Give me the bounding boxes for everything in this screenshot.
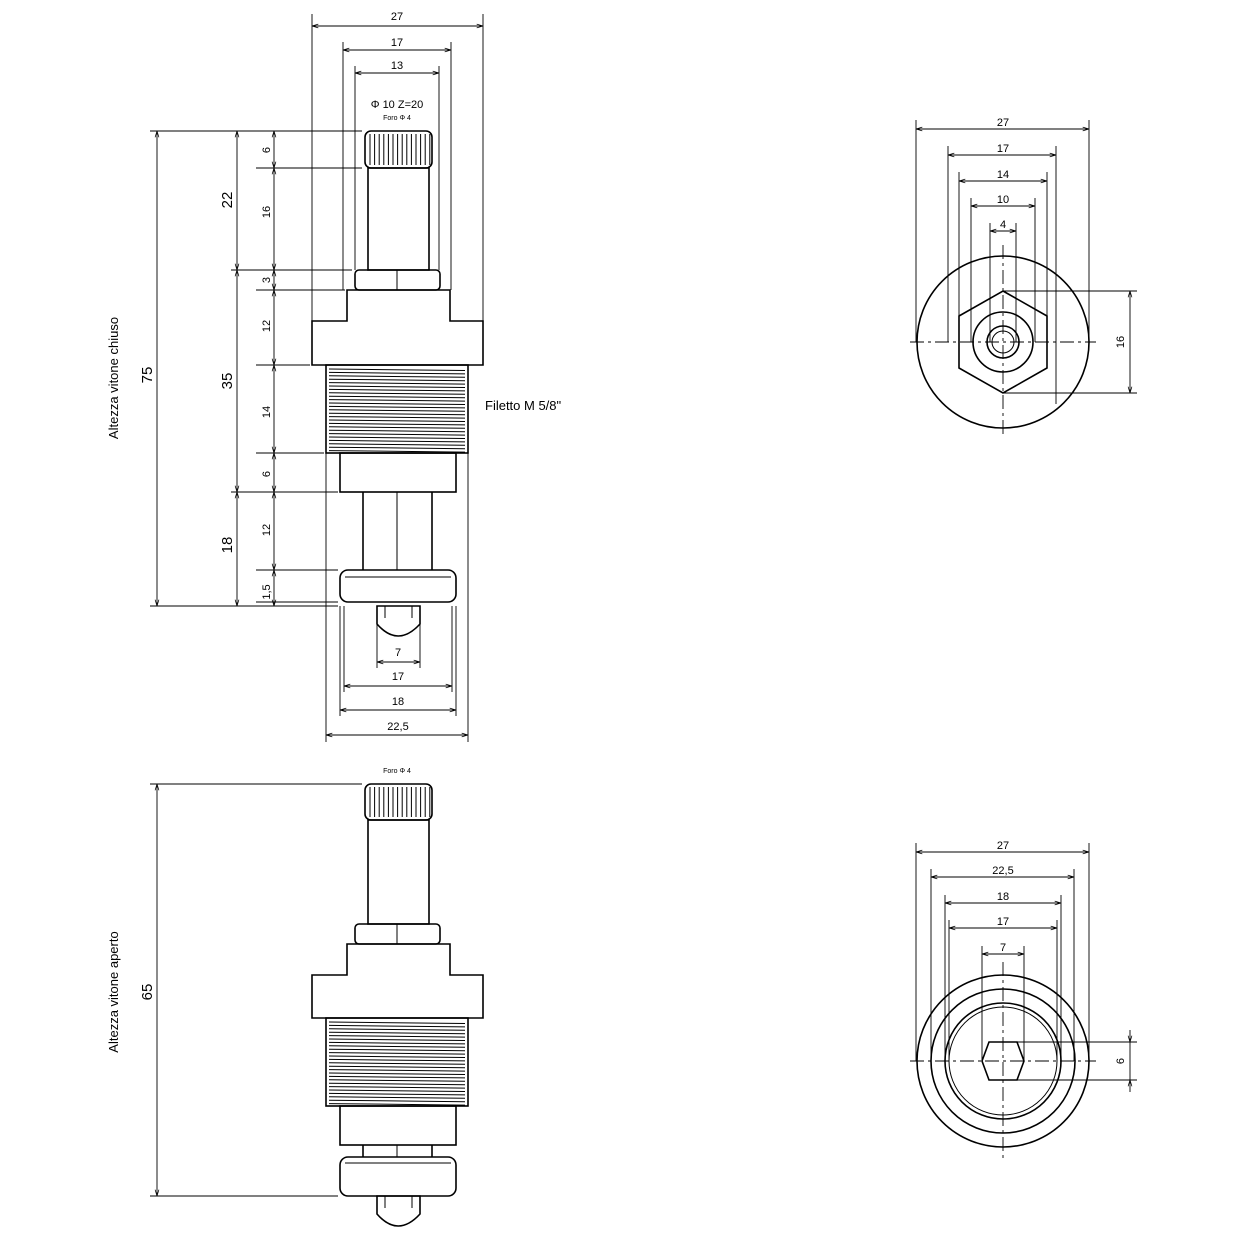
spline-label: Φ 10 Z=20 — [371, 99, 424, 111]
bottom-dim-18: 18 — [997, 891, 1009, 903]
closed-valve-labels: 27 17 13 Φ 10 Z=20 Foro Φ 4 75 22 35 18 … — [106, 11, 562, 733]
dim-14: 14 — [261, 406, 273, 418]
top-dim-16: 16 — [1115, 336, 1127, 348]
thread-label: Filetto M 5/8" — [485, 398, 562, 413]
dim-12a: 12 — [261, 320, 273, 332]
dim-18: 18 — [219, 537, 236, 554]
spline-knurl — [369, 134, 431, 165]
dim-3: 3 — [261, 277, 273, 283]
dim-1-5: 1,5 — [261, 584, 273, 599]
dim-16: 16 — [261, 206, 273, 218]
dim-6a: 6 — [261, 147, 273, 153]
top-view-dimensions: 27 17 14 10 4 16 — [915, 117, 1137, 404]
thread-lines — [328, 368, 466, 453]
dim-22: 22 — [219, 192, 236, 209]
dim-6b: 6 — [261, 471, 273, 477]
open-valve-dimensions: 65 Altezza vitone aperto Foro Φ 4 — [106, 768, 411, 1197]
bottom-dim-22-5: 22,5 — [992, 865, 1013, 877]
hole-label-top: Foro Φ 4 — [383, 115, 411, 122]
closed-valve-side-view — [311, 130, 484, 637]
dim-13: 13 — [391, 60, 403, 72]
bottom-dim-27: 27 — [997, 840, 1009, 852]
top-dim-27: 27 — [997, 117, 1009, 129]
dim-12b: 12 — [261, 524, 273, 536]
dim-75: 75 — [139, 367, 156, 384]
dim-27: 27 — [391, 11, 403, 23]
bottom-dim-7: 7 — [1000, 942, 1006, 954]
height-closed-label: Altezza vitone chiuso — [106, 317, 121, 439]
dim-65: 65 — [139, 984, 156, 1001]
top-dim-10: 10 — [997, 194, 1009, 206]
dim-17: 17 — [391, 37, 403, 49]
open-valve-side-view — [311, 783, 484, 1227]
dim-bottom-7: 7 — [395, 647, 401, 659]
dim-bottom-18: 18 — [392, 696, 404, 708]
dim-35: 35 — [219, 373, 236, 390]
spline-knurl-open — [369, 787, 431, 817]
bottom-dim-17: 17 — [997, 916, 1009, 928]
top-dim-17: 17 — [997, 143, 1009, 155]
top-view — [910, 245, 1096, 438]
bottom-view-dimensions: 27 22,5 18 17 7 6 — [915, 840, 1137, 1092]
dim-bottom-22-5: 22,5 — [387, 721, 408, 733]
thread-lines-open — [328, 1021, 466, 1106]
hole-label-bottom: Foro Φ 4 — [383, 768, 411, 775]
bottom-dim-6: 6 — [1115, 1058, 1127, 1064]
bottom-view — [910, 962, 1096, 1158]
top-dim-4: 4 — [1000, 219, 1006, 231]
dim-bottom-17: 17 — [392, 671, 404, 683]
top-dim-14: 14 — [997, 169, 1009, 181]
closed-valve-dimensions — [150, 14, 484, 742]
height-open-label: Altezza vitone aperto — [106, 931, 121, 1052]
